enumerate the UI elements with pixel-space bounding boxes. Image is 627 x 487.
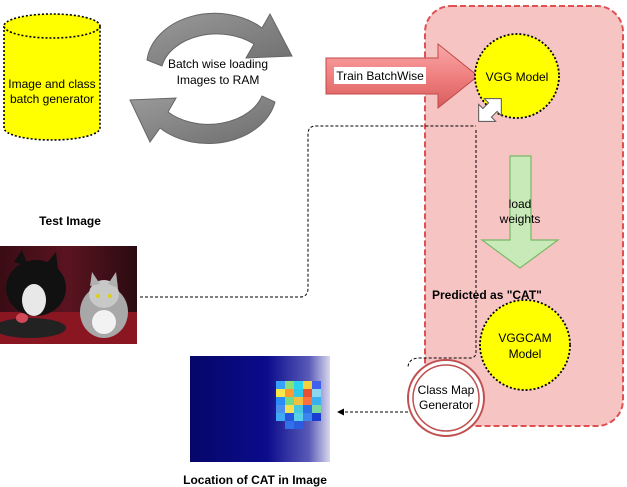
load-weights-arrow: load weights [480, 155, 560, 269]
vggcam-line1: VGGCAM [498, 331, 551, 345]
batch-generator-line2: batch generator [10, 92, 94, 106]
vgg-model-label: VGG Model [486, 70, 549, 84]
load-weights-line1: load [509, 197, 532, 211]
heatmap-hotspot [276, 381, 321, 429]
class-map-line1: Class Map [418, 383, 475, 397]
vggcam-model-node: VGGCAM Model [479, 299, 571, 391]
load-weights-line2: weights [499, 212, 541, 226]
class-map-line2: Generator [419, 398, 473, 412]
batch-generator-cylinder: Image and class batch generator [3, 13, 101, 141]
model-to-classmap-connector [407, 130, 477, 369]
double-arrow-icon [478, 98, 502, 122]
loading-line1: Batch wise loading [168, 57, 268, 71]
test-image-title: Test Image [39, 214, 101, 228]
vgg-model-node: VGG Model [474, 33, 560, 119]
predicted-label: Predicted as "CAT" [432, 288, 542, 302]
location-heatmap-image [190, 356, 330, 462]
test-to-model-connector [140, 125, 476, 298]
location-title: Location of CAT in Image [183, 473, 327, 487]
loading-line2: Images to RAM [177, 73, 260, 87]
test-image-photo [0, 246, 137, 344]
train-batchwise-arrow: Train BatchWise [325, 42, 479, 110]
train-batchwise-label: Train BatchWise [336, 69, 424, 83]
batch-generator-line1: Image and class [8, 77, 95, 91]
vggcam-line2: Model [509, 347, 542, 361]
cycle-arrows-icon: Batch wise loading Images to RAM [129, 12, 293, 144]
class-map-generator-node: Class Map Generator [407, 359, 485, 437]
